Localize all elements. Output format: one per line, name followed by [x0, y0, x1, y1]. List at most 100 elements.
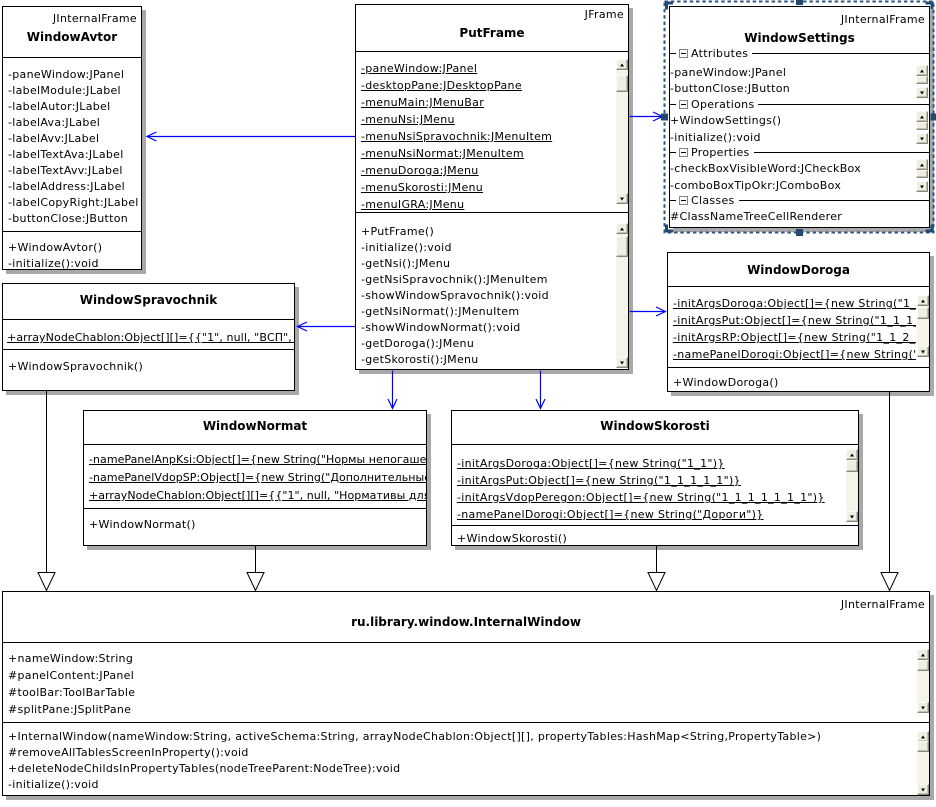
- edge-windowspravochnik-internalwindow[interactable]: [37, 391, 56, 592]
- scroll-up-button[interactable]: [616, 59, 628, 70]
- scroll-down-button[interactable]: [916, 181, 928, 192]
- class-window-avtor[interactable]: JInternalFrame WindowAvtor -paneWindow:J…: [2, 6, 142, 270]
- member-row[interactable]: -labelAva:JLabel: [8, 116, 101, 129]
- scroll-thumb[interactable]: [917, 741, 929, 752]
- scroll-thumb[interactable]: [916, 170, 928, 178]
- edge-putframe-windownormat[interactable]: [387, 370, 398, 410]
- member-row[interactable]: -initialize():void: [8, 257, 99, 270]
- member-row[interactable]: +PutFrame(): [361, 225, 435, 238]
- scroll-down-button[interactable]: [916, 87, 928, 98]
- member-row[interactable]: +InternalWindow(nameWindow:String, activ…: [8, 730, 822, 743]
- member-row[interactable]: -menuNsiNormat:JMenuItem: [361, 147, 524, 160]
- edge-windowdoroga-internalwindow[interactable]: [880, 392, 899, 592]
- member-row[interactable]: -buttonClose:JButton: [670, 82, 791, 95]
- member-row[interactable]: -labelAutor:JLabel: [8, 100, 111, 113]
- member-row[interactable]: -showWindowNormat():void: [361, 321, 521, 334]
- scroll-down-button[interactable]: [917, 346, 929, 357]
- selection-handle-right[interactable]: [930, 113, 936, 121]
- member-row[interactable]: -getNsiSpravochnik():JMenuItem: [361, 273, 548, 286]
- member-row[interactable]: -initArgsPut:Object[]={new String("1_1_1…: [673, 314, 916, 327]
- scrollbar[interactable]: [846, 449, 858, 522]
- member-row[interactable]: -initialize():void: [8, 778, 99, 791]
- member-row[interactable]: +arrayNodeChablon:Object[][]={{"1", null…: [7, 331, 292, 344]
- member-row[interactable]: -namePanelAnpKsi:Object[]={new String("Н…: [89, 453, 426, 466]
- member-row[interactable]: -paneWindow:JPanel: [670, 66, 787, 79]
- member-row[interactable]: -initArgsDoroga:Object[]={new String("1_…: [457, 457, 725, 470]
- member-row[interactable]: +deleteNodeChildsInPropertyTables(nodeTr…: [8, 762, 401, 775]
- member-row[interactable]: +WindowNormat(): [89, 518, 196, 531]
- member-row[interactable]: -labelModule:JLabel: [8, 84, 121, 97]
- member-row[interactable]: -comboBoxTipOkr:JComboBox: [670, 179, 842, 192]
- edge-putframe-windowavtor[interactable]: [145, 131, 355, 142]
- class-title-internal-window[interactable]: JInternalFrame ru.library.window.Interna…: [3, 592, 929, 642]
- scrollbar[interactable]: [616, 223, 628, 368]
- member-row[interactable]: -labelAvv:JLabel: [8, 132, 100, 145]
- member-row[interactable]: -getNsi():JMenu: [361, 257, 451, 270]
- class-title-window-skorosti[interactable]: WindowSkorosti: [452, 411, 858, 444]
- edge-windownormat-internalwindow[interactable]: [246, 546, 265, 592]
- class-window-skorosti[interactable]: WindowSkorosti -initArgsDoroga:Object[]=…: [451, 410, 859, 546]
- collapse-icon[interactable]: [679, 100, 688, 109]
- member-row[interactable]: -initArgsRP:Object[]={new String("1_1_2_…: [673, 331, 916, 344]
- edge-windowskorosti-internalwindow[interactable]: [647, 546, 666, 592]
- member-row[interactable]: +WindowAvtor(): [8, 241, 103, 254]
- scroll-down-button[interactable]: [846, 511, 858, 522]
- edge-putframe-windowspravochnik[interactable]: [296, 321, 356, 332]
- member-row[interactable]: #panelContent:JPanel: [8, 669, 135, 682]
- scroll-up-button[interactable]: [917, 649, 929, 660]
- member-row[interactable]: -labelAddress:JLabel: [8, 180, 126, 193]
- member-row[interactable]: -paneWindow:JPanel: [8, 68, 125, 81]
- member-row[interactable]: -showWindowSpravochnik():void: [361, 289, 549, 302]
- member-row[interactable]: -menuNsiSpravochnik:JMenuItem: [361, 130, 553, 143]
- class-internal-window[interactable]: JInternalFrame ru.library.window.Interna…: [2, 591, 930, 796]
- scrollbar[interactable]: [916, 111, 928, 144]
- collapse-icon[interactable]: [679, 196, 688, 205]
- member-row[interactable]: +WindowSettings(): [670, 114, 782, 127]
- member-row[interactable]: +WindowDoroga(): [673, 376, 779, 389]
- scroll-down-button[interactable]: [916, 133, 928, 144]
- scroll-thumb[interactable]: [916, 122, 928, 130]
- member-row[interactable]: -namePanelVdopSP:Object[]={new String("Д…: [89, 471, 426, 484]
- scroll-up-button[interactable]: [846, 449, 858, 460]
- member-row[interactable]: #splitPane:JSplitPane: [8, 703, 132, 716]
- member-row[interactable]: -getNsiNormat():JMenuItem: [361, 305, 520, 318]
- member-row[interactable]: -menuDoroga:JMenu: [361, 164, 479, 177]
- scroll-thumb[interactable]: [846, 460, 858, 472]
- scrollbar[interactable]: [917, 295, 929, 357]
- scroll-up-button[interactable]: [916, 111, 928, 122]
- member-row[interactable]: -initArgsVdopPeregon:Object[]={new Strin…: [457, 491, 825, 504]
- collapse-icon[interactable]: [679, 148, 688, 157]
- member-row[interactable]: -buttonClose:JButton: [8, 212, 129, 225]
- scroll-up-button[interactable]: [916, 65, 928, 76]
- selection-handle-left[interactable]: [661, 113, 668, 121]
- member-row[interactable]: -initialize():void: [670, 131, 761, 144]
- member-row[interactable]: -desktopPane:JDesktopPane: [361, 79, 522, 92]
- member-row[interactable]: +arrayNodeChablon:Object[][]={{"1", null…: [89, 489, 426, 502]
- scroll-up-button[interactable]: [916, 159, 928, 170]
- scrollbar[interactable]: [917, 731, 929, 795]
- scroll-thumb[interactable]: [616, 75, 628, 92]
- scrollbar[interactable]: [916, 159, 928, 192]
- edge-putframe-windowskorosti[interactable]: [535, 370, 546, 410]
- class-title-window-spravochnik[interactable]: WindowSpravochnik: [3, 284, 294, 319]
- scrollbar[interactable]: [917, 649, 929, 713]
- member-row[interactable]: +WindowSpravochnik(): [8, 360, 144, 373]
- member-row[interactable]: -checkBoxVisibleWord:JCheckBox: [670, 162, 862, 175]
- scroll-down-button[interactable]: [917, 702, 929, 713]
- class-window-doroga[interactable]: WindowDoroga -initArgsDoroga:Object[]={n…: [667, 252, 930, 392]
- scroll-up-button[interactable]: [917, 295, 929, 306]
- scroll-down-button[interactable]: [616, 357, 628, 368]
- class-title-put-frame[interactable]: JFrame PutFrame: [356, 5, 628, 51]
- member-row[interactable]: -menuNsi:JMenu: [361, 113, 455, 126]
- member-row[interactable]: -labelTextAvv:JLabel: [8, 164, 123, 177]
- class-title-window-avtor[interactable]: JInternalFrame WindowAvtor: [3, 7, 141, 57]
- member-row[interactable]: #ClassNameTreeCellRenderer: [670, 210, 843, 223]
- member-row[interactable]: +nameWindow:String: [8, 652, 134, 665]
- edge-putframe-windowsettings[interactable]: [629, 111, 664, 122]
- member-row[interactable]: -menuMain:JMenuBar: [361, 96, 485, 109]
- class-title-window-normat[interactable]: WindowNormat: [84, 411, 426, 444]
- member-row[interactable]: -initArgsDoroga:Object[]={new String("1_…: [673, 297, 916, 310]
- member-row[interactable]: +WindowSkorosti(): [457, 532, 568, 545]
- scroll-down-button[interactable]: [616, 193, 628, 204]
- scrollbar[interactable]: [616, 59, 628, 204]
